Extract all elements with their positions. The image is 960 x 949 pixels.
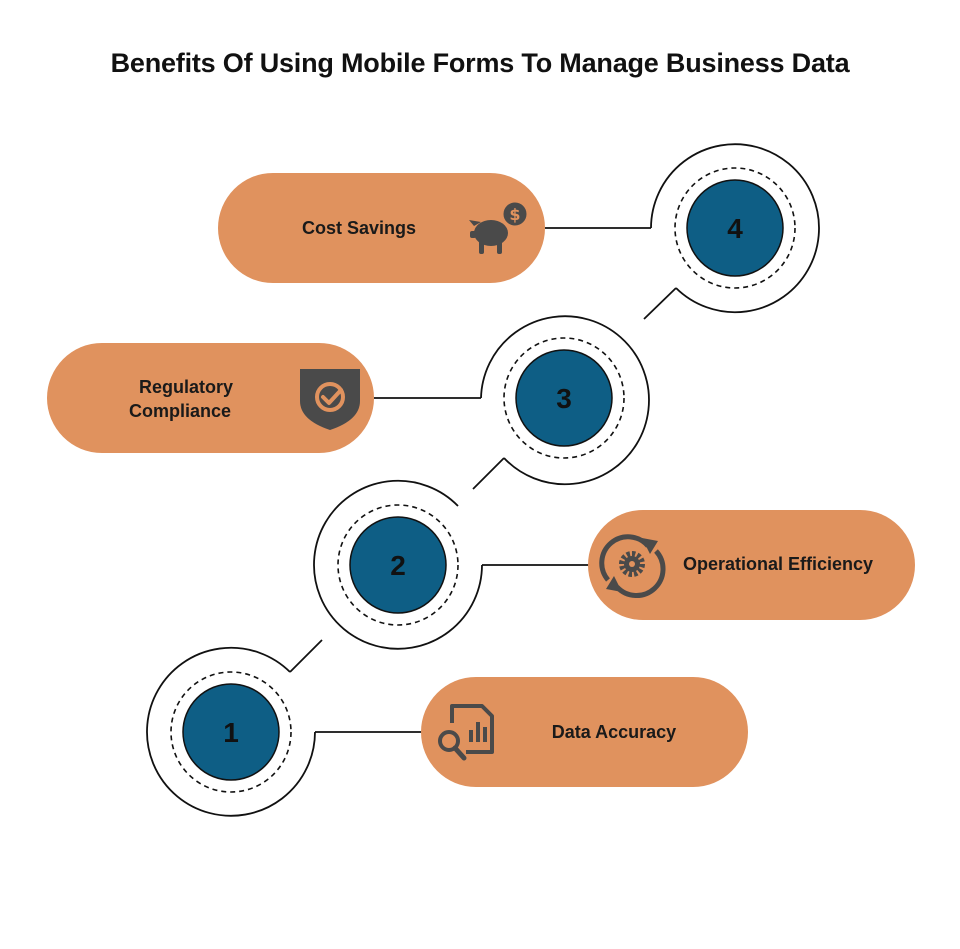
number-circle-1 xyxy=(182,683,280,781)
step-3-label-line-1: Regulatory xyxy=(139,377,233,397)
step-3-label-line-2: Compliance xyxy=(129,401,231,421)
diagonal-1-2 xyxy=(289,639,323,673)
outer-ring-2 xyxy=(313,479,483,650)
svg-text:$: $ xyxy=(509,205,520,224)
outer-ring-4 xyxy=(650,143,820,314)
piggy-bank-icon: $ xyxy=(469,199,530,254)
number-circle-3 xyxy=(515,349,613,447)
diagonal-3-4 xyxy=(643,287,677,320)
step-1-label: Data Accuracy xyxy=(552,722,676,742)
outer-ring-3 xyxy=(480,315,650,486)
pill-data-accuracy xyxy=(421,677,748,787)
shield-check-icon xyxy=(300,369,360,430)
step-1-number: 1 xyxy=(223,717,239,748)
step-3: Regulatory Compliance 3 xyxy=(47,315,650,486)
pill-regulatory-compliance xyxy=(47,343,374,453)
pill-operational-efficiency xyxy=(588,510,915,620)
pill-cost-savings xyxy=(218,173,545,283)
number-circle-4 xyxy=(686,179,784,277)
gear-cycle-icon xyxy=(599,534,666,599)
step-2: 2 Operational Efficiency xyxy=(313,479,915,650)
step-2-label: Operational Efficiency xyxy=(683,554,873,574)
step-3-number: 3 xyxy=(556,383,572,414)
dashed-ring-1 xyxy=(170,671,292,793)
dashed-ring-4 xyxy=(674,167,796,289)
step-4: Cost Savings $ 4 xyxy=(218,143,820,314)
step-4-label: Cost Savings xyxy=(302,218,416,238)
page-title: Benefits Of Using Mobile Forms To Manage… xyxy=(110,48,850,78)
diagonal-2-3 xyxy=(472,457,505,490)
number-circle-2 xyxy=(349,516,447,614)
report-search-icon xyxy=(438,704,494,761)
step-4-number: 4 xyxy=(727,213,743,244)
dashed-ring-2 xyxy=(337,504,459,626)
outer-ring-1 xyxy=(146,646,316,817)
step-1: 1 Data Accuracy xyxy=(146,646,748,817)
dashed-ring-3 xyxy=(503,337,625,459)
step-2-number: 2 xyxy=(390,550,406,581)
